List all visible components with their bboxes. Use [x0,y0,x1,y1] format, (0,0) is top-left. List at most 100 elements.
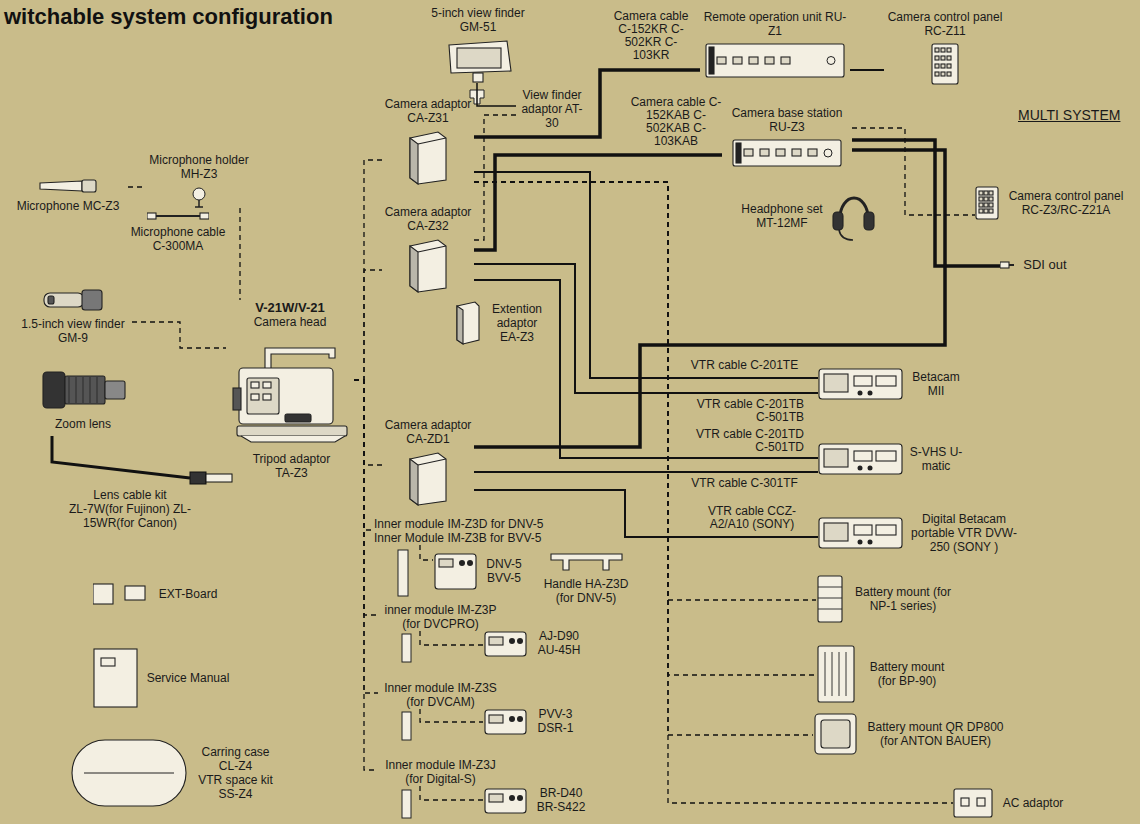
equipment-node: Camera adaptor CA-Z32 [382,205,474,293]
dashed-connection [474,115,516,240]
device-icon [818,517,903,549]
equipment-node: Battery mount (for NP-1 series) [816,574,957,624]
equipment-label: DNV-5 BVV-5 [483,557,525,585]
equipment-label: EXT-Board [153,587,223,601]
text-group: Camera base station RU-Z3 [725,106,850,134]
equipment-label: SDI out [1019,258,1071,272]
equipment-label: Microphone holder MH-Z3 [145,153,253,181]
lens-cable-plug [206,474,232,482]
text-group: Carring case CL-Z4VTR space kit SS-Z4 [193,745,278,801]
text-group: Microphone holder MH-Z3 [145,153,253,181]
dashed-connection [474,182,813,735]
equipment-node: Camera base station RU-Z3 [722,106,852,167]
equipment-label: Camera head [230,315,350,329]
text-group: Battery mount (for BP-90) [861,660,953,688]
equipment-label: Battery mount QR DP800 (for ANTON BAUER) [863,720,1008,748]
text-group: Camera control panel RC-Z3/RC-Z21A [1004,189,1128,217]
cable-label: Camera cable C-152KR C-502KR C-103KR [605,10,697,62]
equipment-label: Inner module IM-Z3J (for Digital-S) [378,758,503,786]
equipment-node: View finder adaptor AT-30 [516,88,588,130]
cable-line [474,150,945,447]
equipment-node: Camera control panel RC-Z11 [884,10,1006,85]
equipment-node: 1.5-inch view finder GM-9 [14,288,132,345]
equipment-node: Zoom lens [38,368,128,431]
diagram-title: witchable system configuration [4,4,333,30]
equipment-node: Carring case CL-Z4VTR space kit SS-Z4 [70,738,278,808]
equipment-label: 5-inch view finder GM-51 [424,6,532,34]
device-icon [705,43,845,78]
equipment-node: inner module IM-Z3P (for DVCPRO) [378,603,503,631]
cable-line [474,471,818,473]
text-group: Microphone cable C-300MA [127,225,229,253]
cable-line [474,280,818,458]
equipment-label: inner module IM-Z3P (for DVCPRO) [378,603,503,631]
equipment-node: Inner module IM-Z3J (for Digital-S) [378,758,503,786]
dashed-connection [354,380,382,465]
device-icon [816,644,856,704]
dashed-connection [354,380,378,770]
cable-label: Camera cable C-152KAB C-502KAB C-103KAB [628,96,724,148]
cable-label: VTR cable C-201TD C-501TD [684,428,806,454]
device-icon [443,39,513,83]
equipment-label: Camera control panel RC-Z11 [884,10,1006,38]
equipment-label: ZL-7W(for Fujinon) ZL-15WR(for Canon) [65,502,195,530]
equipment-node: Betacam MII [818,368,964,400]
equipment-node: Inner module IM-Z3S (for DVCAM) [378,681,503,709]
device-icon [975,186,999,220]
text-group: Remote operation unit RU-Z1 [700,10,850,38]
cable-line [474,155,722,250]
equipment-label: Camera control panel RC-Z3/RC-Z21A [1004,189,1128,217]
cable-line [852,140,1000,266]
device-icon [93,648,138,708]
text-group: Betacam MII [908,370,964,398]
text-group: Battery mount QR DP800 (for ANTON BAUER) [863,720,1008,748]
device-icon [1000,260,1014,270]
dashed-connection [474,182,953,803]
equipment-node: Extention adaptor EA-Z3 [455,300,548,345]
text-group: Extention adaptor EA-Z3 [486,302,548,344]
text-group: Camera adaptor CA-Z31 [382,97,474,125]
text-group: Inner module IM-Z3D for DNV-5Inner Modul… [374,517,566,545]
equipment-label: Headphone set MT-12MF [738,202,826,230]
equipment-label: AJ-D90 AU-45H [533,629,585,657]
equipment-label: Camera adaptor CA-Z31 [382,97,474,125]
equipment-node: Camera adaptor CA-ZD1 [382,418,474,506]
equipment-node: 5-inch view finder GM-51 [423,6,533,83]
equipment-node: SDI out [1000,258,1071,272]
text-group: PVV-3 DSR-1 [533,707,578,735]
dashed-connection [354,270,382,380]
text-group: View finder adaptor AT-30 [516,88,588,130]
text-group: Camera adaptor CA-Z32 [382,205,474,233]
text-group: Headphone set MT-12MF [738,202,826,230]
text-group: Lens cable kitZL-7W(for Fujinon) ZL-15WR… [65,488,195,530]
equipment-label: View finder adaptor AT-30 [516,88,588,130]
text-group: Handle HA-Z3D (for DNV-5) [541,577,631,605]
equipment-label: Inner module IM-Z3S (for DVCAM) [378,681,503,709]
equipment-node: Battery mount QR DP800 (for ANTON BAUER) [813,708,1008,760]
equipment-label: Camera adaptor CA-ZD1 [382,418,474,446]
device-icon [732,139,842,167]
text-group: V-21W/V-21Camera head [230,300,350,329]
cable-line [474,264,818,393]
equipment-node: AC adaptor [953,788,1068,818]
lens-cable-plug [190,472,206,484]
module-board [402,790,411,818]
device-icon [70,738,188,808]
device-icon [231,334,349,444]
equipment-label: S-VHS U-matic [908,445,964,473]
device-icon [455,300,481,345]
text-group: Inner module IM-Z3J (for Digital-S) [378,758,503,786]
equipment-label: PVV-3 DSR-1 [533,707,578,735]
equipment-label: 1.5-inch view finder GM-9 [14,317,132,345]
text-group: DNV-5 BVV-5 [483,557,525,585]
device-icon [483,626,528,660]
device-icon [549,550,624,572]
dashed-connection [420,786,483,800]
equipment-label: Service Manual [143,671,233,685]
device-icon [147,212,209,220]
equipment-label: Battery mount (for NP-1 series) [849,585,957,613]
device-icon [93,583,148,605]
equipment-node: PVV-3 DSR-1 [483,704,578,738]
equipment-node: Tripod adaptor TA-Z3 [244,452,339,480]
